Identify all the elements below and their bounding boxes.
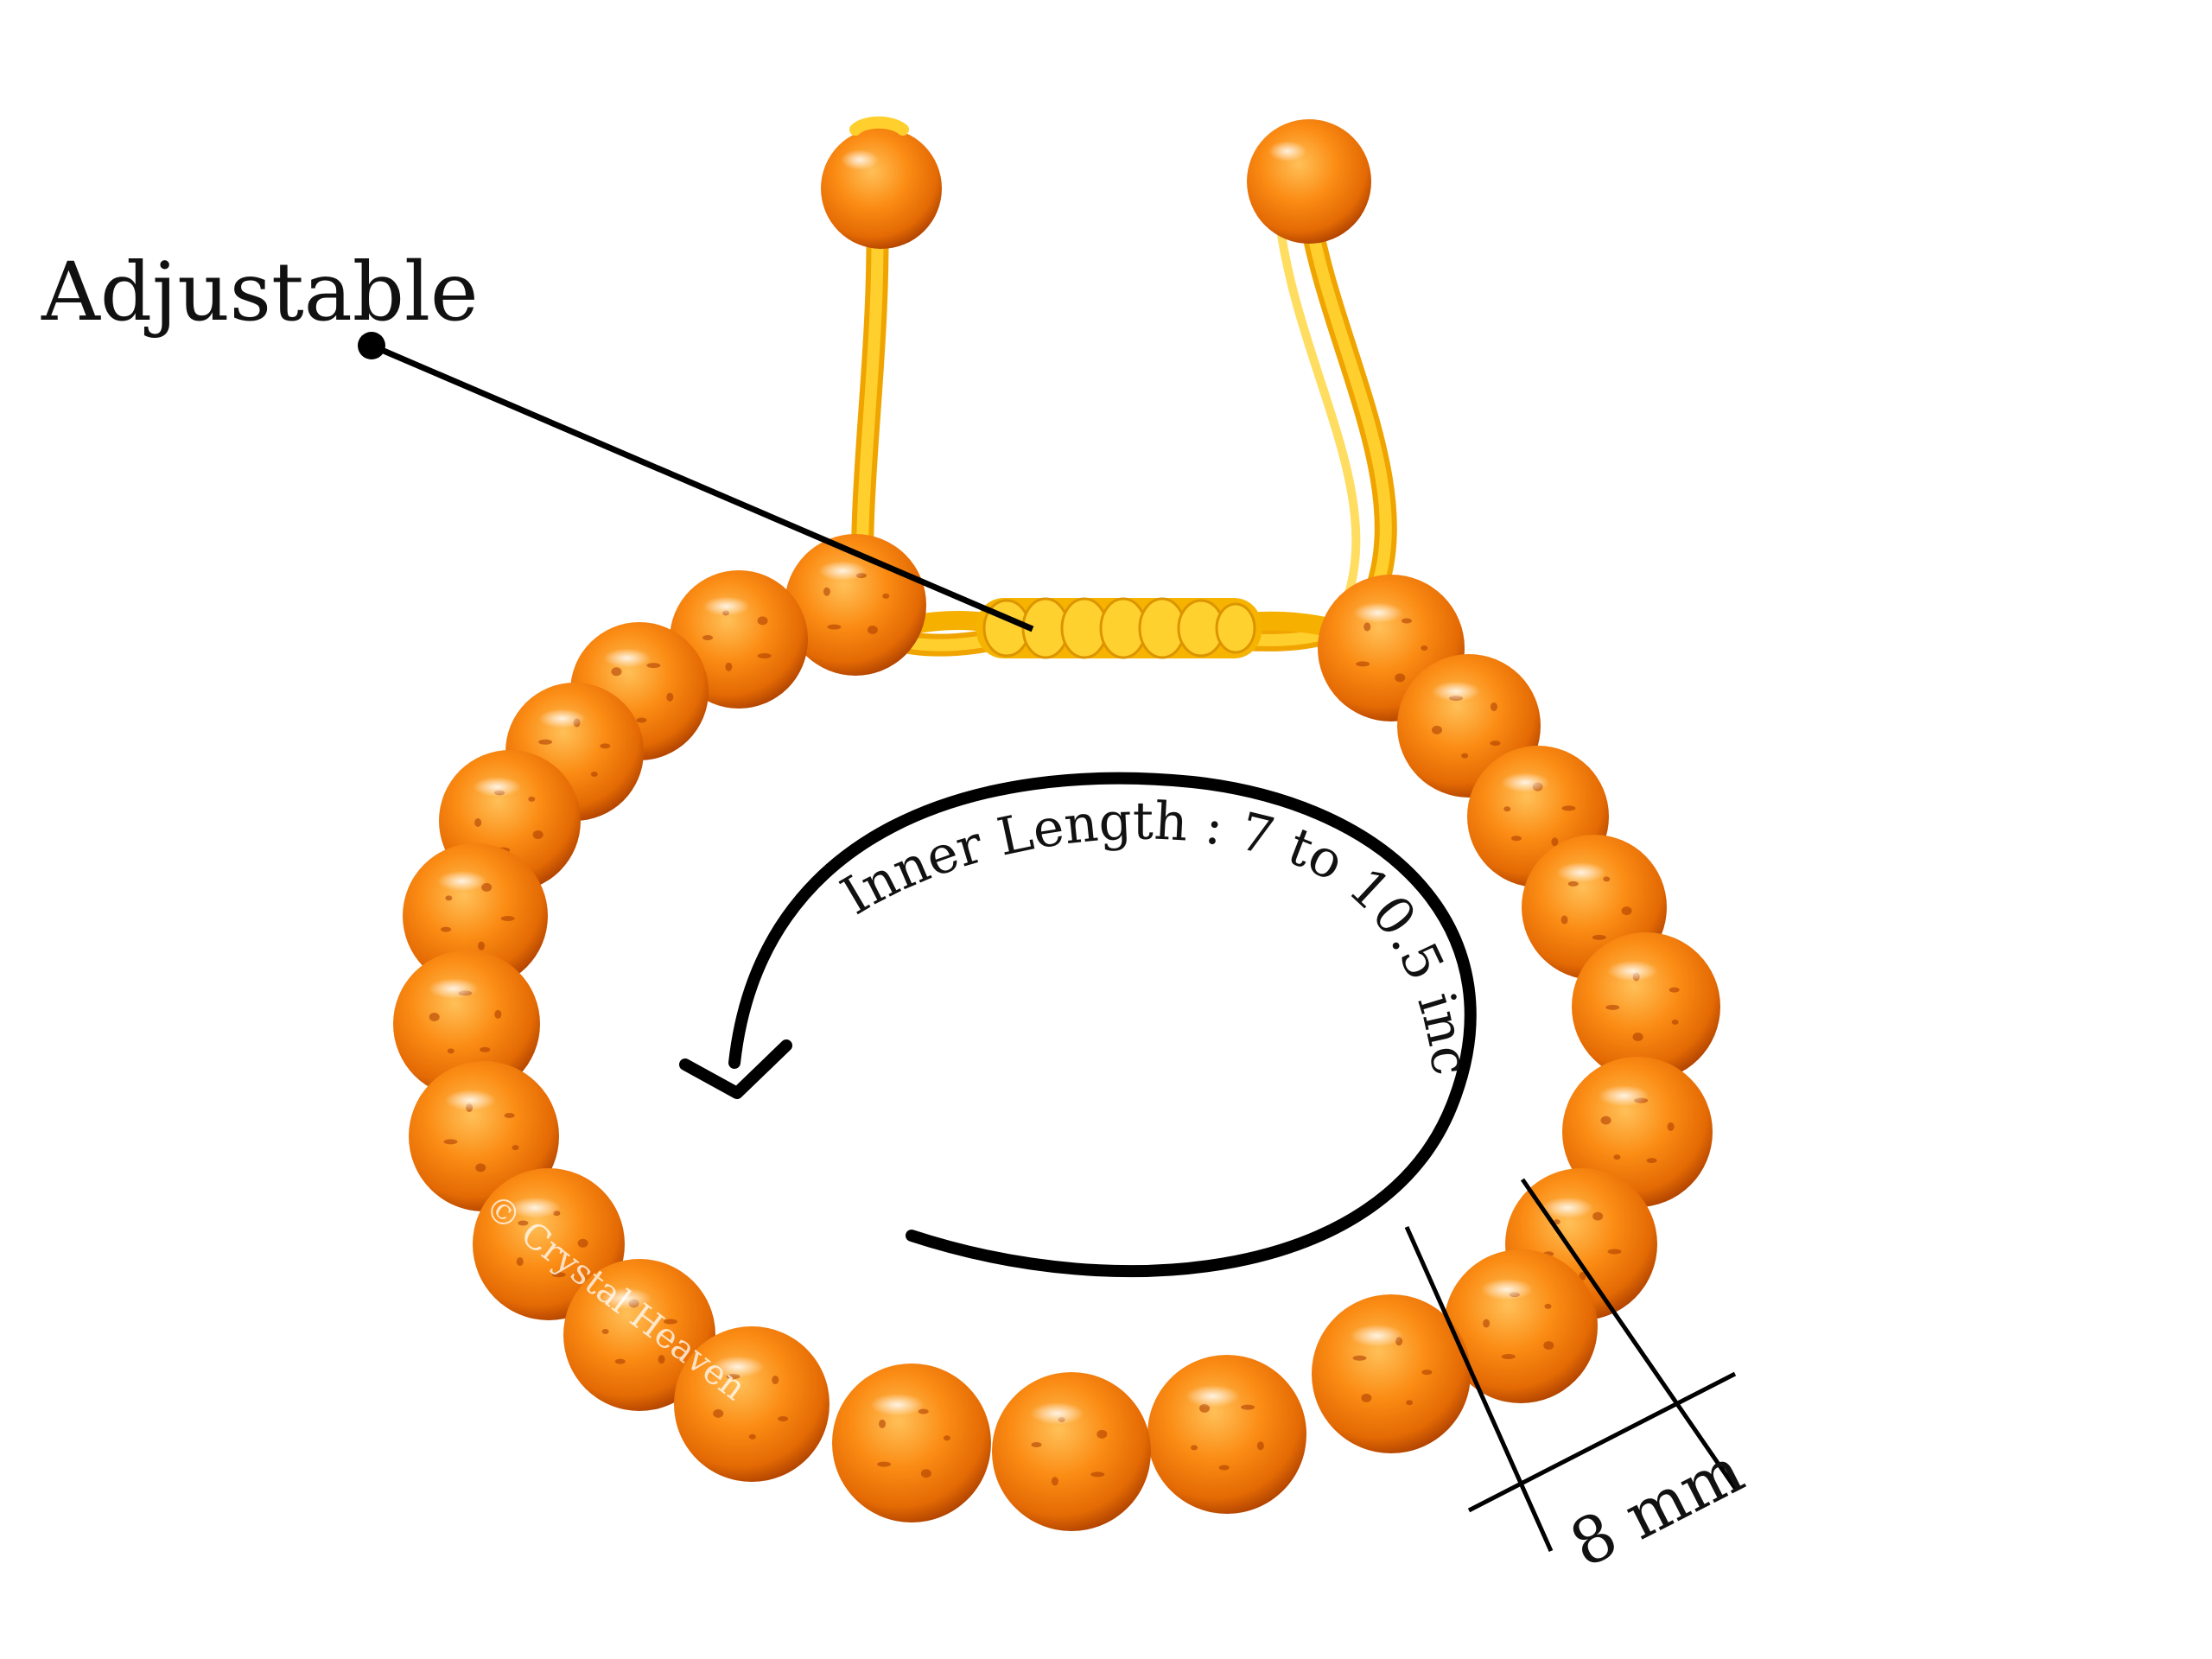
bead	[674, 1326, 830, 1482]
dimension-line	[1520, 1178, 1739, 1492]
bead	[1312, 1294, 1471, 1453]
bead	[1444, 1249, 1598, 1403]
bead	[1247, 119, 1371, 244]
bead	[992, 1372, 1151, 1531]
leader-dot	[358, 332, 385, 359]
bead	[1562, 1057, 1713, 1207]
leader-line	[370, 342, 1034, 632]
bead	[393, 950, 540, 1097]
adjustable-callout: Adjustable	[41, 245, 1034, 632]
bead	[821, 116, 942, 249]
bead	[1147, 1355, 1306, 1514]
macrame-knot	[976, 597, 1262, 659]
bead-ring	[393, 534, 1720, 1531]
bead	[563, 1259, 715, 1411]
adjustable-label: Adjustable	[41, 245, 479, 340]
circular-arrow-icon	[679, 772, 1477, 1278]
bead	[403, 843, 548, 988]
dimension-line	[1467, 1371, 1737, 1513]
bead	[1572, 932, 1720, 1081]
dimension-line	[1404, 1225, 1554, 1553]
bead	[832, 1363, 991, 1522]
cord-end-beads	[821, 116, 1371, 249]
